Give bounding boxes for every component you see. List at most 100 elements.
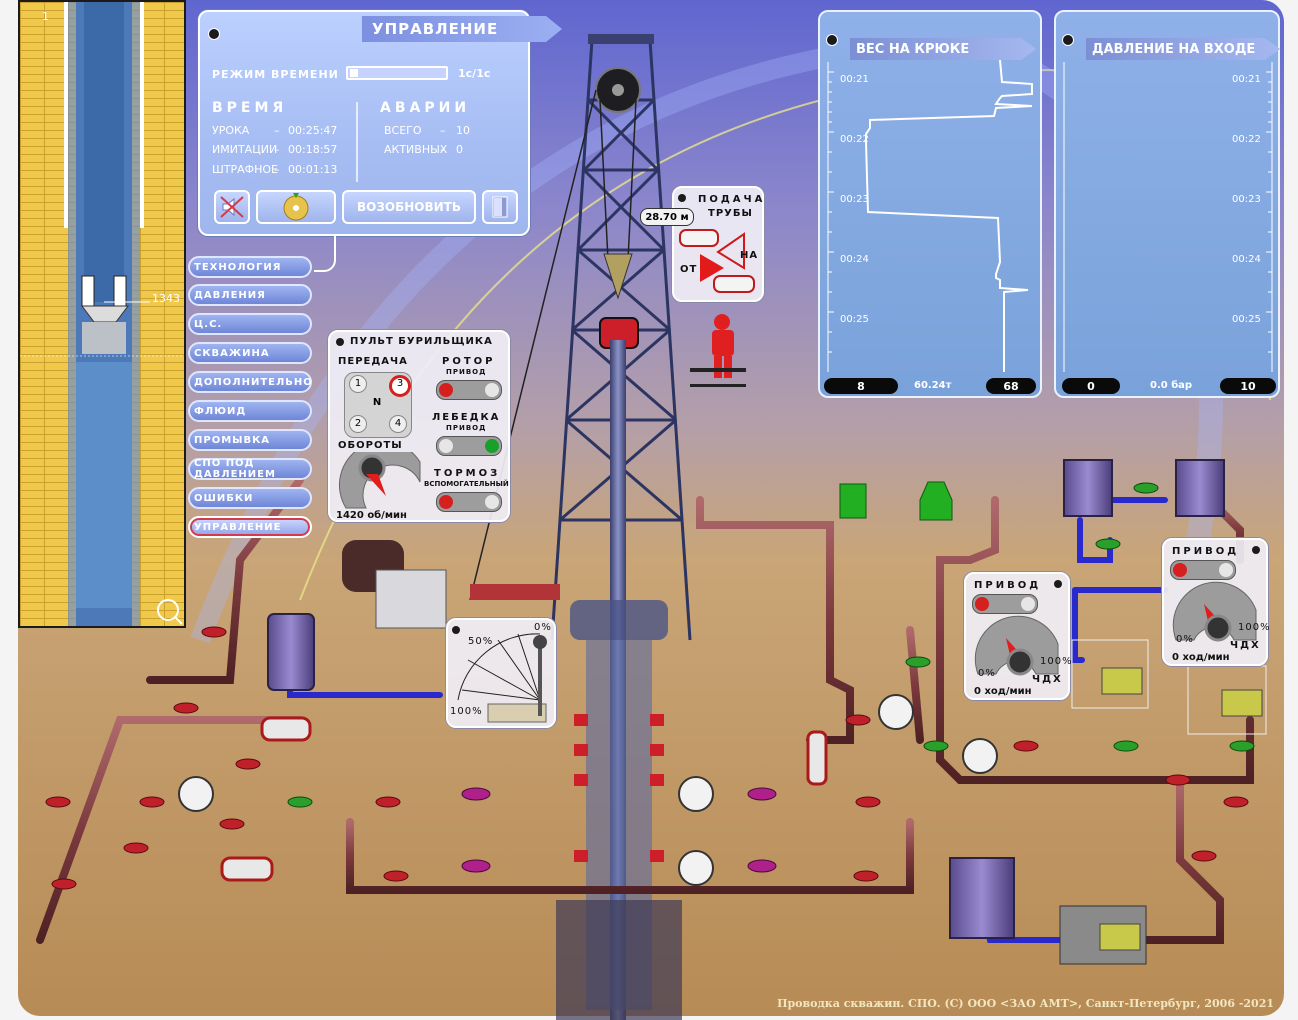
brake-lever-0: 0%: [534, 622, 552, 633]
control-panel-title: УПРАВЛЕНИЕ: [362, 16, 562, 42]
pipe-feed-panel: ПОДАЧА ТРУБЫ ОТ НА: [672, 186, 764, 302]
acc-row-dash: –: [440, 124, 446, 137]
hook-weight-toggle-icon[interactable]: [826, 34, 838, 46]
brake-on: [439, 495, 453, 509]
time-row-label-0: УРОКА: [212, 124, 250, 137]
inlet-pressure-tick-4: 00:25: [1232, 314, 1261, 325]
gear-4[interactable]: 4: [389, 415, 407, 433]
control-panel: УПРАВЛЕНИЕ РЕЖИМ ВРЕМЕНИ 1с/1с ВРЕМЯ АВА…: [198, 10, 562, 236]
gear-3[interactable]: 3: [389, 375, 411, 397]
menu-item-additional[interactable]: ДОПОЛНИТЕЛЬНО: [188, 371, 312, 393]
zoom-icon[interactable]: [156, 598, 182, 624]
disc-button[interactable]: [256, 190, 336, 224]
hook-weight-plot: [827, 59, 1033, 372]
menu-item-cs[interactable]: Ц.С.: [188, 313, 312, 335]
brake-off: [485, 495, 499, 509]
pump-2-drive-off: [1219, 563, 1233, 577]
gear-n[interactable]: N: [372, 397, 382, 408]
well-diagram: [20, 2, 184, 626]
pump-1-value: 0 ход/мин: [974, 686, 1032, 697]
brake-lever-panel: 50% 0% 100%: [446, 618, 556, 728]
sound-off-button[interactable]: [214, 190, 250, 224]
time-mode-slider-thumb[interactable]: [350, 69, 358, 77]
pump-1-panel: ПРИВОД 0% 100% 0 ход/мин ЧДХ: [964, 572, 1072, 700]
driller-console-toggle-icon[interactable]: [336, 338, 344, 346]
pump-1-drive-off: [1021, 597, 1035, 611]
pump-2-panel: ПРИВОД 0% 100% 0 ход/мин ЧДХ: [1162, 538, 1271, 666]
menu-item-errors[interactable]: ОШИБКИ: [188, 487, 312, 509]
rpm-value: 1420 об/мин: [336, 510, 407, 521]
pump-1-toggle-icon[interactable]: [1054, 580, 1062, 588]
time-row-dash: –: [274, 124, 280, 137]
acc-row-value-0: 10: [456, 124, 470, 137]
pump-1-min: 0%: [978, 668, 996, 679]
brake-lever-dial[interactable]: [448, 620, 558, 730]
gear-2[interactable]: 2: [349, 415, 367, 433]
brake-lever-50: 50%: [468, 636, 494, 647]
brake-lever-toggle-icon[interactable]: [452, 626, 460, 634]
inlet-pressure-chart: ДАВЛЕНИЕ НА ВХОДЕ 00:21 00:22 00:23 00:2…: [1054, 10, 1280, 398]
pipe-feed-toggle-icon[interactable]: [678, 194, 686, 202]
resume-button[interactable]: ВОЗОБНОВИТЬ: [342, 190, 476, 224]
inlet-pressure-tick-3: 00:24: [1232, 254, 1261, 265]
inlet-pressure-tick-0: 00:21: [1232, 74, 1261, 85]
inlet-pressure-current: 0.0 бар: [1150, 380, 1193, 391]
rpm-label: ОБОРОТЫ: [338, 440, 403, 451]
time-row-label-2: ШТРАФНОЕ: [212, 163, 278, 176]
gear-selector[interactable]: 1 3 N 2 4: [344, 372, 412, 438]
pump-2-max: 100%: [1238, 622, 1271, 633]
inlet-pressure-plot: [1063, 62, 1273, 372]
brake-sub-label: ВСПОМОГАТЕЛЬНЫЙ: [424, 480, 509, 488]
pump-2-dial[interactable]: [1164, 580, 1270, 660]
exit-button[interactable]: [482, 190, 518, 224]
rpm-dial[interactable]: [336, 452, 426, 518]
hook-weight-min: 8: [824, 378, 898, 394]
pump-2-drive-on: [1173, 563, 1187, 577]
well-depth-label: 1343: [152, 292, 180, 305]
menu-item-pressures[interactable]: ДАВЛЕНИЯ: [188, 284, 312, 306]
menu-item-well[interactable]: СКВАЖИНА: [188, 342, 312, 364]
pipe-feed-to-button[interactable]: [716, 232, 746, 270]
copyright-footer: Проводка скважин. СПО. (С) ООО <ЗАО АМТ>…: [777, 997, 1274, 1010]
inlet-pressure-toggle-icon[interactable]: [1062, 34, 1074, 46]
acc-row-value-1: 0: [456, 143, 463, 156]
winch-drive-toggle[interactable]: [436, 436, 502, 456]
pipe-feed-title-1: ПОДАЧА: [698, 194, 766, 205]
inlet-pressure-max: 10: [1220, 378, 1276, 394]
pipe-feed-title-2: ТРУБЫ: [708, 208, 753, 219]
pump-2-drive-toggle[interactable]: [1170, 560, 1236, 580]
winch-sub-label: ПРИВОД: [446, 424, 487, 432]
menu-item-flushing[interactable]: ПРОМЫВКА: [188, 429, 312, 451]
pump-1-name: ЧДХ: [1032, 674, 1063, 685]
panel-toggle-icon[interactable]: [208, 28, 220, 40]
hook-weight-tick-3: 00:24: [840, 254, 869, 265]
brake-toggle[interactable]: [436, 492, 502, 512]
driller-console: ПУЛЬТ БУРИЛЬЩИКА ПЕРЕДАЧА 1 3 N 2 4 РОТО…: [328, 330, 510, 522]
time-mode-slider[interactable]: [346, 66, 448, 80]
gear-1[interactable]: 1: [349, 375, 367, 393]
panel-divider: [356, 102, 358, 182]
door-icon: [492, 196, 508, 218]
rotor-drive-toggle[interactable]: [436, 380, 502, 400]
hook-weight-tick-2: 00:23: [840, 194, 869, 205]
inlet-pressure-tick-2: 00:23: [1232, 194, 1261, 205]
menu-item-technology[interactable]: ТЕХНОЛОГИЯ: [188, 256, 312, 278]
pump-1-drive-toggle[interactable]: [972, 594, 1038, 614]
menu-item-fluid[interactable]: ФЛЮИД: [188, 400, 312, 422]
hook-weight-tick-1: 00:22: [840, 134, 869, 145]
winch-drive-off: [439, 439, 453, 453]
menu-item-tripping-under-pressure[interactable]: СПО ПОД ДАВЛЕНИЕМ: [188, 458, 312, 480]
pump-1-dial[interactable]: [966, 614, 1072, 694]
mute-icon: [220, 196, 244, 218]
time-mode-label: РЕЖИМ ВРЕМЕНИ: [212, 68, 339, 81]
menu-item-control[interactable]: УПРАВЛЕНИЕ: [188, 516, 312, 538]
time-row-value-2: 00:01:13: [288, 163, 338, 176]
pipe-feed-diagram: [679, 229, 755, 293]
pump-2-name: ЧДХ: [1230, 640, 1261, 651]
time-row-label-1: ИМИТАЦИИ: [212, 143, 278, 156]
pump-2-toggle-icon[interactable]: [1252, 546, 1260, 554]
hook-weight-max: 68: [986, 378, 1036, 394]
brake-lever-100: 100%: [450, 706, 483, 717]
depth-readout: 28.70 м: [640, 208, 694, 226]
acc-row-label-1: АКТИВНЫХ: [384, 143, 448, 156]
